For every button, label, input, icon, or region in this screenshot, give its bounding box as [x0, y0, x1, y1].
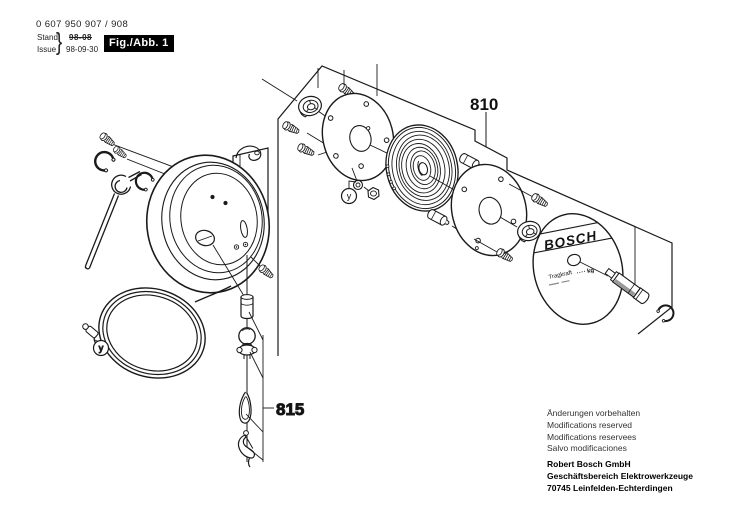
screw-top-left-1	[98, 131, 117, 149]
cable-ball-stop	[238, 327, 256, 345]
notice-line: Modifications reservees	[547, 431, 637, 442]
svg-text:y: y	[347, 191, 352, 201]
bracket-hole-dot	[235, 246, 238, 248]
leader-line	[250, 256, 262, 268]
screw-d	[529, 191, 550, 210]
roller-pin-2	[425, 207, 452, 229]
housing-drum	[145, 154, 271, 294]
axle-pin	[604, 267, 650, 305]
drum-hub	[195, 229, 215, 247]
stand-label: Stand	[37, 33, 58, 42]
cable-sleeve	[240, 294, 254, 320]
company-city: 70745 Leinfelden-Echterdingen	[547, 482, 673, 493]
retaining-ring-1	[90, 147, 118, 175]
bracket-screw	[257, 263, 276, 281]
bracket-hole-dot	[244, 243, 247, 246]
capacity-unit: kg	[587, 268, 595, 275]
leader-line	[579, 261, 609, 277]
callout-y-upper: y	[340, 180, 358, 205]
bracket-curl	[235, 145, 262, 161]
part-number: 0 607 950 907 / 908	[36, 19, 129, 30]
cable-end-fitting	[82, 323, 99, 339]
callout-y-lower: y	[92, 339, 110, 357]
drum-face-hole	[210, 194, 215, 200]
axis-lines	[261, 78, 358, 156]
notice-line: Änderungen vorbehalten	[547, 408, 641, 418]
snap-hook	[237, 430, 255, 468]
brace-glyph: }	[56, 28, 63, 56]
notice-line: Salvo modificaciones	[547, 443, 627, 454]
issue-date: 98-09-30	[66, 44, 99, 54]
company-division: Geschäftsbereich Elektrowerkzeuge	[547, 470, 693, 481]
left-assembly	[84, 131, 276, 294]
cable-coil: y	[82, 244, 245, 379]
leader-815	[245, 311, 274, 462]
svg-text:y: y	[99, 343, 104, 353]
washer	[352, 179, 364, 191]
sealing-grommet-1	[295, 93, 325, 119]
cover-plate-front	[321, 92, 395, 182]
spring-hook-arm	[84, 170, 142, 270]
cable-thimble	[238, 391, 252, 424]
capacity-label: Tragkraft	[548, 270, 573, 281]
disc-hole	[567, 253, 581, 267]
power-spring	[385, 124, 459, 212]
drum-slot	[240, 220, 248, 238]
issue-label: Issue	[37, 44, 57, 54]
group-label-810: 810	[470, 95, 498, 114]
axis-lines	[473, 183, 552, 253]
hex-nut	[367, 186, 380, 201]
figure-label: Fig./Abb. 1	[104, 35, 174, 52]
sheet-outline	[277, 64, 673, 356]
retaining-ring-3	[654, 301, 678, 325]
fine-print-placeholder	[548, 280, 570, 286]
group-label-815: 815	[276, 400, 304, 419]
assembly-810: y	[261, 78, 678, 325]
footer-block: Änderungen vorbehalten Modifications res…	[547, 408, 693, 495]
company-name: Robert Bosch GmbH	[547, 459, 631, 470]
superseded-date: 98-08	[69, 33, 92, 42]
notice-line: Modifications reserved	[547, 419, 633, 430]
cable-clamp	[236, 342, 258, 359]
screw-b	[280, 119, 302, 137]
brand-cover-disc: BOSCH Tragkraft kg	[527, 213, 629, 325]
cable-assembly-815: 815	[236, 255, 305, 468]
drum-face-hole	[223, 200, 228, 206]
screw-c	[295, 141, 317, 159]
